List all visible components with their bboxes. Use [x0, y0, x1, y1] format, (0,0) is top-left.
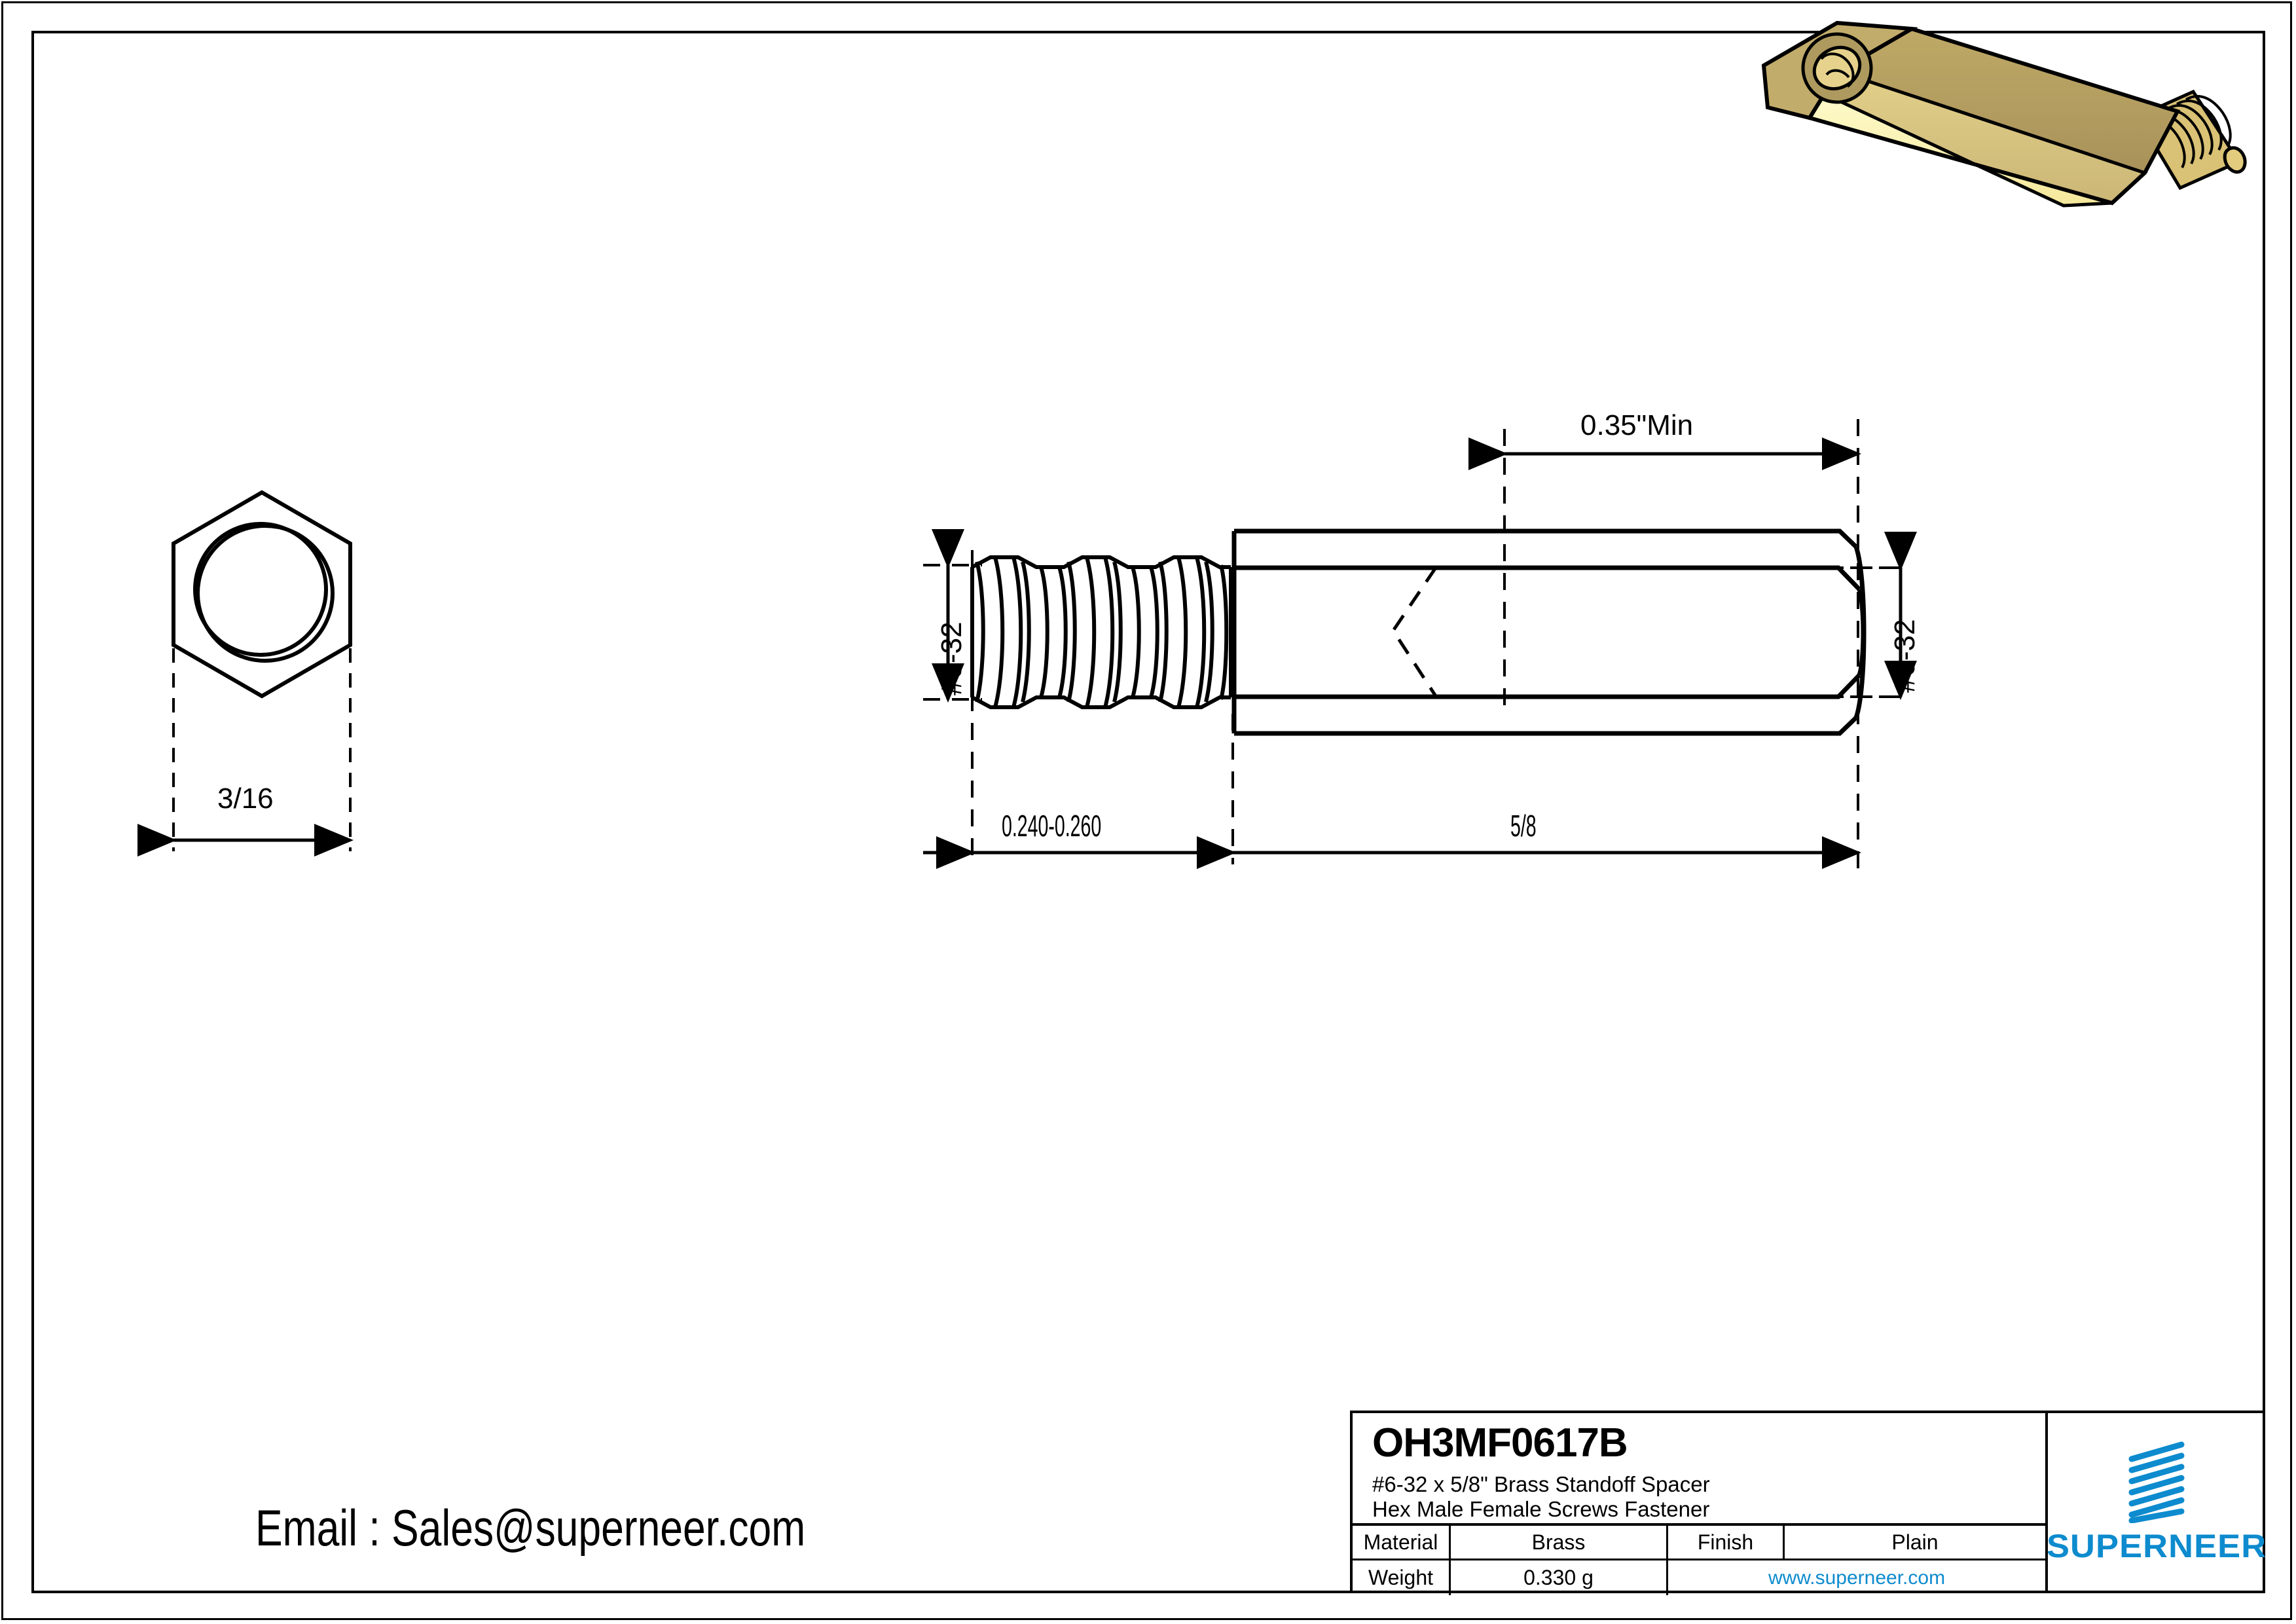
dim-text-across-flats: 3/16 [217, 783, 274, 815]
website-link[interactable]: www.superneer.com [1768, 1566, 1946, 1589]
material-value: Brass [1451, 1526, 1668, 1559]
contact-email-text: Email : Sales@superneer.com [255, 1499, 806, 1557]
title-block-description-area: OH3MF0617B #6-32 x 5/8" Brass Standoff S… [1353, 1413, 2045, 1526]
part-description-line-2: Hex Male Female Screws Fastener [1372, 1497, 1710, 1521]
material-label: Material [1353, 1526, 1451, 1559]
finish-value: Plain [1891, 1530, 1939, 1554]
weight-value: 0.330 g [1451, 1560, 1668, 1595]
weight-label: Weight [1353, 1560, 1451, 1595]
dim-text-body-length: 5/8 [1510, 809, 1537, 843]
title-block-left: OH3MF0617B #6-32 x 5/8" Brass Standoff S… [1353, 1413, 2048, 1595]
finish-label: Finish [1668, 1526, 1785, 1559]
dim-text-thread-od: #6-32 [936, 621, 968, 695]
brand-logo-area: SUPERNEER [2046, 1413, 2267, 1591]
dim-text-female-thread-size: #6-32 [1889, 619, 1921, 693]
superneer-stripes-icon [2128, 1441, 2185, 1523]
part-number: OH3MF0617B [1372, 1420, 1628, 1466]
dim-text-male-thread-length: 0.240-0.260 [1002, 809, 1102, 843]
title-block-material-row: Material Brass Finish Plain [1353, 1526, 2045, 1560]
title-block-weight-row: Weight 0.330 g www.superneer.com [1353, 1560, 2045, 1595]
title-block: OH3MF0617B #6-32 x 5/8" Brass Standoff S… [1350, 1411, 2267, 1595]
part-description-line-1: #6-32 x 5/8" Brass Standoff Spacer [1372, 1472, 1710, 1496]
dim-text-female-thread-depth: 0.35"Min [1580, 409, 1694, 441]
brand-wordmark: SUPERNEER [2046, 1527, 2267, 1564]
sheet-inner-frame [31, 31, 2265, 1593]
